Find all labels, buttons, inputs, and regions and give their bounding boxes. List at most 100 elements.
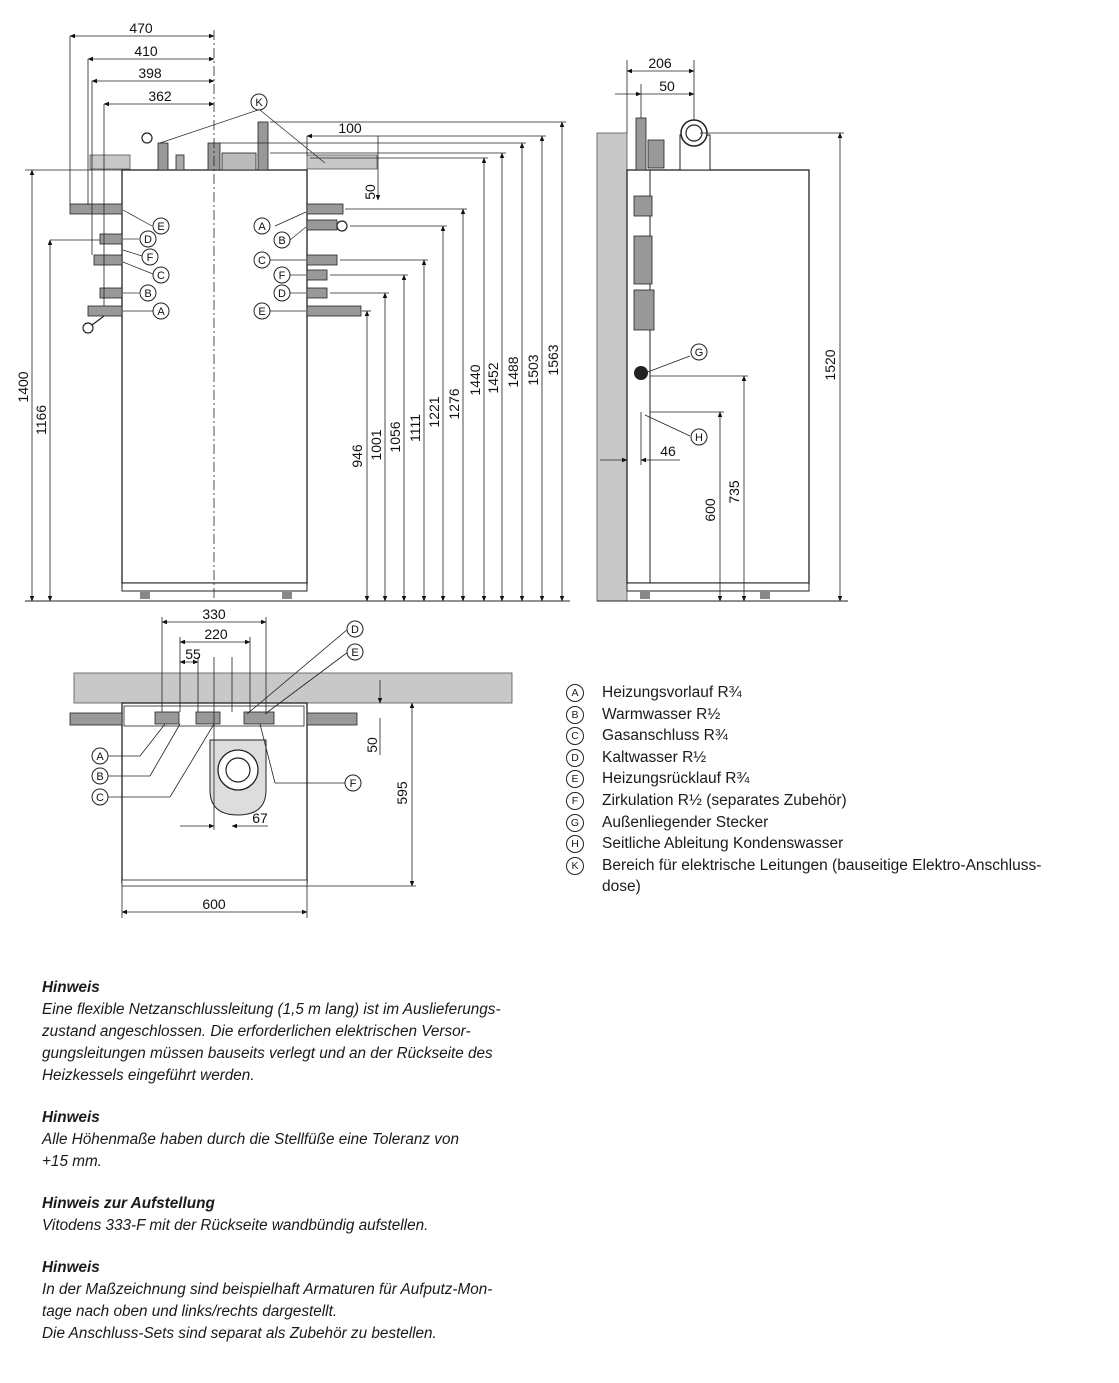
dim-600-topview: 600 xyxy=(202,896,226,912)
marker-E-top: E xyxy=(346,643,364,661)
marker-C-top: C xyxy=(91,788,109,806)
marker-label: D xyxy=(278,288,286,300)
marker-A-right: A xyxy=(253,217,271,235)
marker-label: E xyxy=(351,647,358,659)
legend-letter: H xyxy=(566,835,584,854)
legend-item: C Gasanschluss R¾ xyxy=(566,725,1106,747)
dim-1166: 1166 xyxy=(33,405,49,435)
legend-text: Außenliegender Stecker xyxy=(602,813,769,831)
legend-item: D Kaltwasser R½ xyxy=(566,747,1106,769)
legend-letter: K xyxy=(566,856,584,875)
marker-label: B xyxy=(278,235,285,247)
marker-label: D xyxy=(144,234,152,246)
dim-735: 735 xyxy=(726,480,742,504)
marker-D-left: D xyxy=(139,230,157,248)
legend-item: G Außenliegender Stecker xyxy=(566,812,1106,834)
marker-label: B xyxy=(144,288,151,300)
marker-label: G xyxy=(695,347,704,359)
dim-1440: 1440 xyxy=(467,364,483,395)
legend-item: E Heizungsrücklauf R¾ xyxy=(566,768,1106,790)
legend-letter: C xyxy=(566,727,584,746)
dim-206: 206 xyxy=(648,55,672,71)
marker-label: K xyxy=(255,97,263,109)
dim-1488: 1488 xyxy=(505,356,521,387)
dim-1400: 1400 xyxy=(15,371,31,402)
marker-C-left: C xyxy=(152,266,170,284)
dim-50-topview: 50 xyxy=(364,737,380,753)
marker-G: G xyxy=(690,343,708,361)
dim-595: 595 xyxy=(394,781,410,805)
marker-A-top: A xyxy=(91,747,109,765)
dim-330: 330 xyxy=(202,606,226,622)
marker-label: D xyxy=(351,624,359,636)
dim-67: 67 xyxy=(252,810,268,826)
note-title: Hinweis xyxy=(42,1259,100,1276)
legend-letter: F xyxy=(566,791,584,810)
marker-E-right: E xyxy=(253,302,271,320)
dim-50-side: 50 xyxy=(659,78,675,94)
front-view: E D F C B A A B C F D E K xyxy=(15,20,570,602)
legend-text: Gasanschluss R¾ xyxy=(602,727,728,745)
dim-398: 398 xyxy=(138,65,162,81)
marker-label: B xyxy=(96,771,103,783)
note-text: Alle Höhenmaße haben durch die Stellfüße… xyxy=(42,1131,459,1170)
dim-1452: 1452 xyxy=(485,362,501,393)
legend-text: Kaltwasser R½ xyxy=(602,748,707,766)
note-text: Eine flexible Netzanschlussleitung (1,5 … xyxy=(42,1001,501,1084)
legend-text: Warmwasser R½ xyxy=(602,705,721,723)
dim-1001: 1001 xyxy=(368,429,384,460)
dim-1563: 1563 xyxy=(545,344,561,375)
marker-label: A xyxy=(157,306,165,318)
marker-B-left: B xyxy=(139,284,157,302)
marker-label: A xyxy=(258,221,266,233)
side-view: 206 50 1520 735 600 46 G H xyxy=(596,55,848,602)
marker-label: H xyxy=(695,432,703,444)
note-title: Hinweis zur Aufstellung xyxy=(42,1195,215,1212)
note-text: In der Maßzeichnung sind beispielhaft Ar… xyxy=(42,1281,493,1342)
dim-470: 470 xyxy=(129,20,153,36)
marker-D-right: D xyxy=(273,284,291,302)
dim-1056: 1056 xyxy=(387,421,403,452)
legend-item: A Heizungsvorlauf R¾ xyxy=(566,682,1106,704)
front-markers-right: A B C F D E xyxy=(253,217,291,320)
legend-text: Heizungsrücklauf R¾ xyxy=(602,770,750,788)
legend-letter: G xyxy=(566,813,584,832)
dim-55: 55 xyxy=(185,646,201,662)
legend-letter: A xyxy=(566,684,584,702)
marker-label: E xyxy=(157,221,164,233)
legend-letter: B xyxy=(566,705,584,724)
note-text: Vitodens 333-F mit der Rückseite wandbün… xyxy=(42,1217,429,1234)
marker-A-left: A xyxy=(152,302,170,320)
note: Hinweis Eine flexible Netzanschlussleitu… xyxy=(42,977,602,1087)
marker-H: H xyxy=(690,428,708,446)
marker-label: C xyxy=(258,255,266,267)
dim-1221: 1221 xyxy=(426,396,442,427)
dim-1276: 1276 xyxy=(446,388,462,419)
note: Hinweis In der Maßzeichnung sind beispie… xyxy=(42,1257,602,1345)
legend-letter: E xyxy=(566,770,584,789)
dim-410: 410 xyxy=(134,43,158,59)
note-title: Hinweis xyxy=(42,1109,100,1126)
dim-362: 362 xyxy=(148,88,172,104)
marker-label: F xyxy=(147,252,154,264)
dimension-drawing: E D F C B A A B C F D E K xyxy=(15,20,848,918)
dim-946: 946 xyxy=(349,444,365,468)
dim-1503: 1503 xyxy=(525,354,541,385)
legend-text: Bereich für elektrische Leitungen (bause… xyxy=(602,856,1042,896)
marker-F-left: F xyxy=(141,248,159,266)
note-title: Hinweis xyxy=(42,979,100,996)
marker-C-right: C xyxy=(253,251,271,269)
dim-50-top: 50 xyxy=(362,184,378,200)
legend-text: Heizungsvorlauf R¾ xyxy=(602,684,742,701)
notes-section: Hinweis Eine flexible Netzanschlussleitu… xyxy=(42,977,602,1365)
dim-600-side: 600 xyxy=(702,498,718,522)
marker-F-right: F xyxy=(273,266,291,284)
front-markers-left: E D F C B A xyxy=(139,217,170,320)
legend-letter: D xyxy=(566,748,584,767)
marker-K: K xyxy=(250,93,268,111)
dim-100: 100 xyxy=(338,120,362,136)
marker-B-top: B xyxy=(91,767,109,785)
legend: A Heizungsvorlauf R¾ B Warmwasser R½ C Gasa… xyxy=(566,682,1106,898)
legend-item: K Bereich für elektrische Leitungen (baus… xyxy=(566,855,1106,898)
